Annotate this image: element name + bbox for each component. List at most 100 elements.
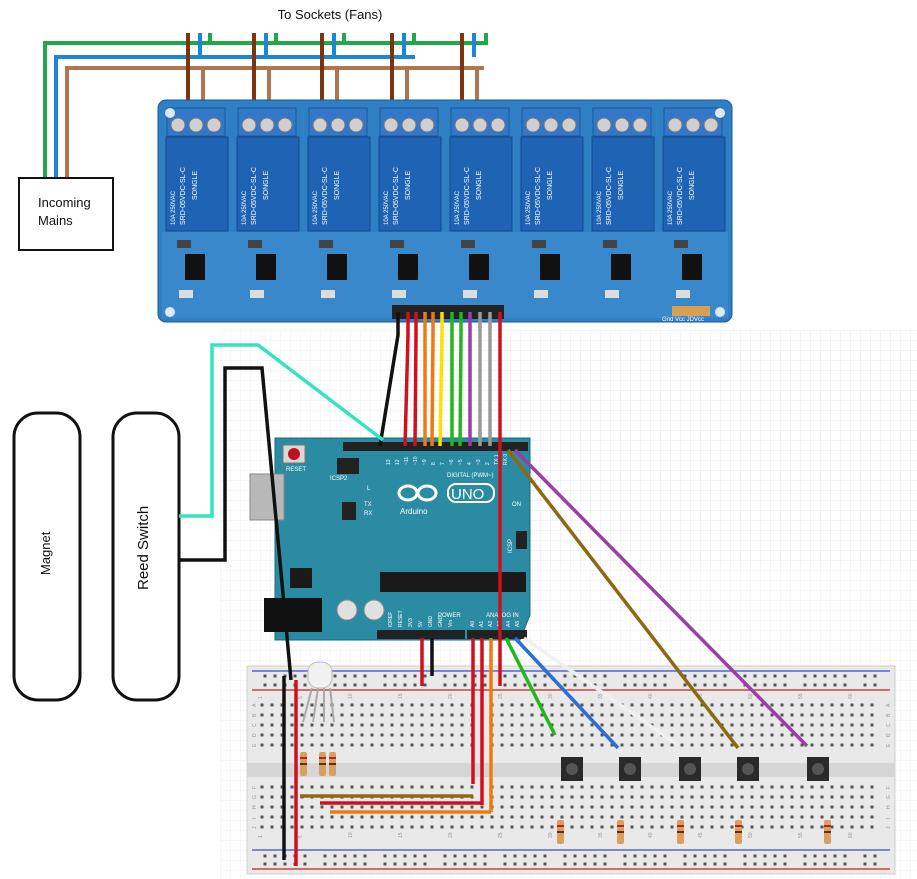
breadboard-hole xyxy=(440,723,444,727)
power-pin-label: GND xyxy=(438,616,444,628)
row-letter: G xyxy=(252,795,258,799)
rail-hole xyxy=(533,683,537,687)
breadboard-hole xyxy=(350,825,354,829)
breadboard-hole xyxy=(750,733,754,737)
resistor-band xyxy=(677,825,684,827)
rail-hole xyxy=(843,674,847,678)
digital-pin-label: 7 xyxy=(440,462,446,465)
breadboard-hole xyxy=(630,733,634,737)
relay-model-text: SRD-05VDC-SL-C xyxy=(606,167,613,225)
breadboard-hole xyxy=(280,785,284,789)
breadboard-hole xyxy=(740,733,744,737)
breadboard-hole xyxy=(450,785,454,789)
breadboard-wire xyxy=(513,448,809,748)
breadboard-hole xyxy=(470,815,474,819)
terminal-screw xyxy=(330,117,346,133)
breadboard-hole xyxy=(330,723,334,727)
rail-hole xyxy=(743,862,747,866)
breadboard-hole xyxy=(370,815,374,819)
breadboard-hole xyxy=(660,713,664,717)
push-button-cap xyxy=(812,763,824,775)
breadboard-hole xyxy=(600,785,604,789)
rail-hole xyxy=(623,674,627,678)
digital-pin-label: ~11 xyxy=(404,457,410,465)
rail-hole xyxy=(843,683,847,687)
rail-hole xyxy=(393,854,397,858)
breadboard-hole xyxy=(690,733,694,737)
breadboard-hole xyxy=(410,785,414,789)
rail-hole xyxy=(563,683,567,687)
rail-hole xyxy=(573,683,577,687)
breadboard-hole xyxy=(770,713,774,717)
rail-hole xyxy=(273,862,277,866)
rail-hole xyxy=(393,683,397,687)
column-number: 60 xyxy=(848,832,854,838)
breadboard-hole xyxy=(690,785,694,789)
breadboard-hole xyxy=(700,785,704,789)
breadboard-hole xyxy=(410,713,414,717)
breadboard-hole xyxy=(390,703,394,707)
breadboard-hole xyxy=(290,743,294,747)
breadboard-hole xyxy=(510,733,514,737)
breadboard-hole xyxy=(370,785,374,789)
breadboard-hole xyxy=(660,723,664,727)
resistor-band xyxy=(617,825,624,827)
breadboard-hole xyxy=(720,785,724,789)
rail-hole xyxy=(403,674,407,678)
breadboard-hole xyxy=(800,785,804,789)
mains-brown-wire xyxy=(65,66,484,178)
on-label: ON xyxy=(512,502,521,508)
terminal-screw xyxy=(525,117,541,133)
relay-brand-text: SONGLE xyxy=(689,170,696,200)
breadboard-hole xyxy=(370,713,374,717)
breadboard-hole xyxy=(730,785,734,789)
breadboard-hole xyxy=(540,713,544,717)
breadboard-hole xyxy=(800,703,804,707)
breadboard-hole xyxy=(350,703,354,707)
breadboard-hole xyxy=(810,703,814,707)
breadboard-hole xyxy=(270,723,274,727)
breadboard-hole xyxy=(300,743,304,747)
breadboard-hole xyxy=(550,805,554,809)
breadboard-hole xyxy=(520,703,524,707)
breadboard-hole xyxy=(270,815,274,819)
terminal-screw xyxy=(614,117,630,133)
breadboard-hole xyxy=(680,713,684,717)
relay-body xyxy=(662,136,726,232)
breadboard-hole xyxy=(720,795,724,799)
rail-hole xyxy=(353,674,357,678)
rail-hole xyxy=(583,862,587,866)
rail-hole xyxy=(503,683,507,687)
breadboard-hole xyxy=(860,795,864,799)
breadboard-hole xyxy=(570,785,574,789)
breadboard-hole xyxy=(400,703,404,707)
breadboard-hole xyxy=(540,743,544,747)
terminal-screw xyxy=(596,117,612,133)
terminal-screw xyxy=(419,117,435,133)
column-number: 10 xyxy=(348,832,354,838)
breadboard-hole xyxy=(810,743,814,747)
rail-hole xyxy=(473,674,477,678)
optocoupler xyxy=(611,254,631,280)
breadboard-hole xyxy=(270,785,274,789)
rail-hole xyxy=(593,674,597,678)
breadboard-hole xyxy=(260,713,264,717)
rail-hole xyxy=(823,683,827,687)
breadboard-hole xyxy=(870,733,874,737)
breadboard-hole xyxy=(740,815,744,819)
breadboard-hole xyxy=(870,723,874,727)
rail-hole xyxy=(873,683,877,687)
breadboard-hole xyxy=(870,703,874,707)
rail-hole xyxy=(443,683,447,687)
breadboard-hole xyxy=(800,825,804,829)
rail-hole xyxy=(703,854,707,858)
breadboard-hole xyxy=(640,723,644,727)
rail-hole xyxy=(683,674,687,678)
breadboard-hole xyxy=(860,723,864,727)
relay-signal-wire xyxy=(378,312,400,447)
breadboard-hole xyxy=(500,795,504,799)
column-number: 5 xyxy=(298,696,304,699)
column-number: 30 xyxy=(548,693,554,699)
push-button xyxy=(679,757,701,781)
